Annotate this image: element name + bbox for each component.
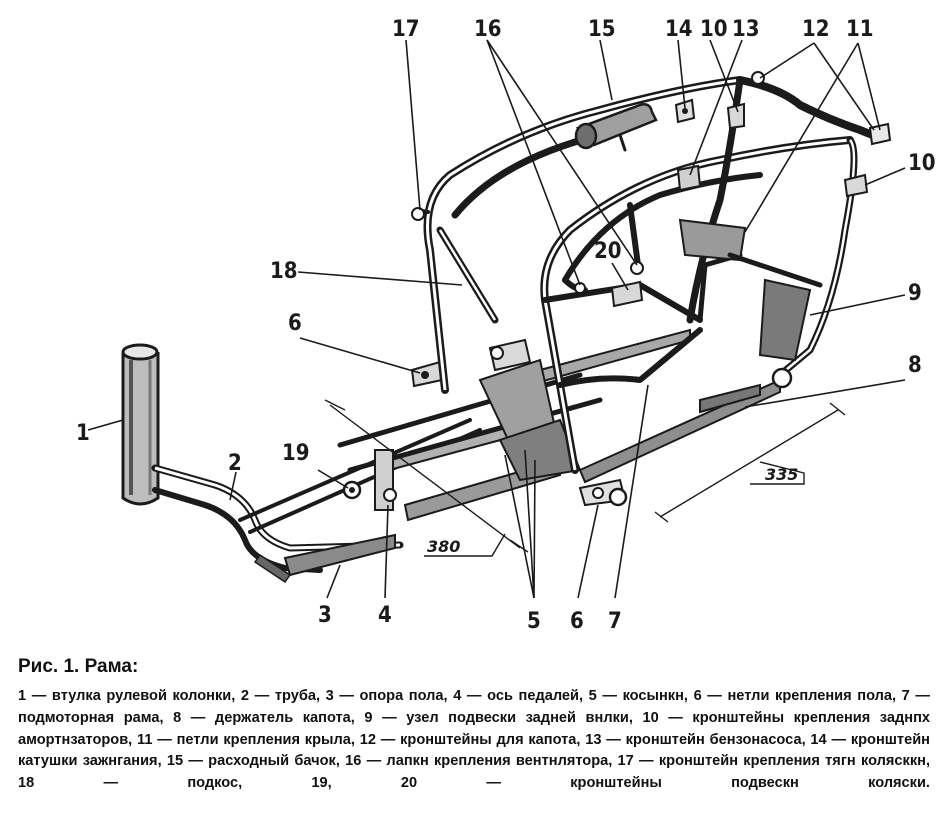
callout-8: 8 bbox=[908, 353, 922, 378]
caption-legend-text: 1 — втулка рулевой колонки, 2 — труба, 3… bbox=[18, 688, 930, 792]
callout-18: 18 bbox=[270, 259, 298, 284]
expansion-tank bbox=[574, 103, 658, 152]
callout-6-top: 6 bbox=[288, 311, 302, 336]
floor-support bbox=[253, 533, 396, 584]
callout-7: 7 bbox=[608, 609, 622, 634]
callout-11: 11 bbox=[846, 17, 874, 42]
callout-12: 12 bbox=[802, 17, 830, 42]
steering-column-sleeve bbox=[121, 343, 160, 506]
gussets bbox=[478, 358, 582, 482]
callout-labels: 1 2 3 4 5 6 7 6 8 9 10 10 11 12 13 14 15… bbox=[76, 17, 936, 634]
rear-fork-node bbox=[727, 252, 823, 389]
callout-19: 19 bbox=[282, 441, 310, 466]
callout-4: 4 bbox=[378, 603, 392, 628]
callout-5: 5 bbox=[527, 609, 541, 634]
brace-18 bbox=[436, 226, 499, 324]
callout-10-right: 10 bbox=[908, 151, 936, 176]
floor-loops bbox=[410, 360, 628, 507]
pedal-axle bbox=[374, 449, 397, 511]
callout-16: 16 bbox=[474, 17, 502, 42]
sidecar-mount-bracket-19 bbox=[342, 480, 362, 500]
callout-15: 15 bbox=[588, 17, 616, 42]
figure-caption: Рис. 1. Рама: 1 — втулка рулевой колонки… bbox=[18, 656, 930, 795]
front-tube bbox=[151, 418, 482, 573]
callout-2: 2 bbox=[228, 451, 242, 476]
dimension-335: 335 bbox=[765, 465, 798, 484]
callout-10-top: 10 bbox=[700, 17, 728, 42]
callout-6-floor: 6 bbox=[570, 609, 584, 634]
callout-17: 17 bbox=[392, 17, 420, 42]
caption-title: Рис. 1. Рама: bbox=[18, 656, 139, 677]
small-brackets bbox=[411, 71, 892, 372]
callout-1: 1 bbox=[76, 421, 90, 446]
callout-9: 9 bbox=[908, 281, 922, 306]
callout-13: 13 bbox=[732, 17, 760, 42]
frame-diagram: 1 2 3 4 5 6 7 6 8 9 10 10 11 12 13 14 15… bbox=[76, 17, 936, 634]
callout-3: 3 bbox=[318, 603, 332, 628]
dimension-380: 380 bbox=[427, 537, 460, 556]
leader-lines bbox=[87, 39, 906, 599]
callout-20: 20 bbox=[594, 239, 622, 264]
dimension-lines bbox=[324, 399, 846, 557]
callout-14: 14 bbox=[665, 17, 693, 42]
